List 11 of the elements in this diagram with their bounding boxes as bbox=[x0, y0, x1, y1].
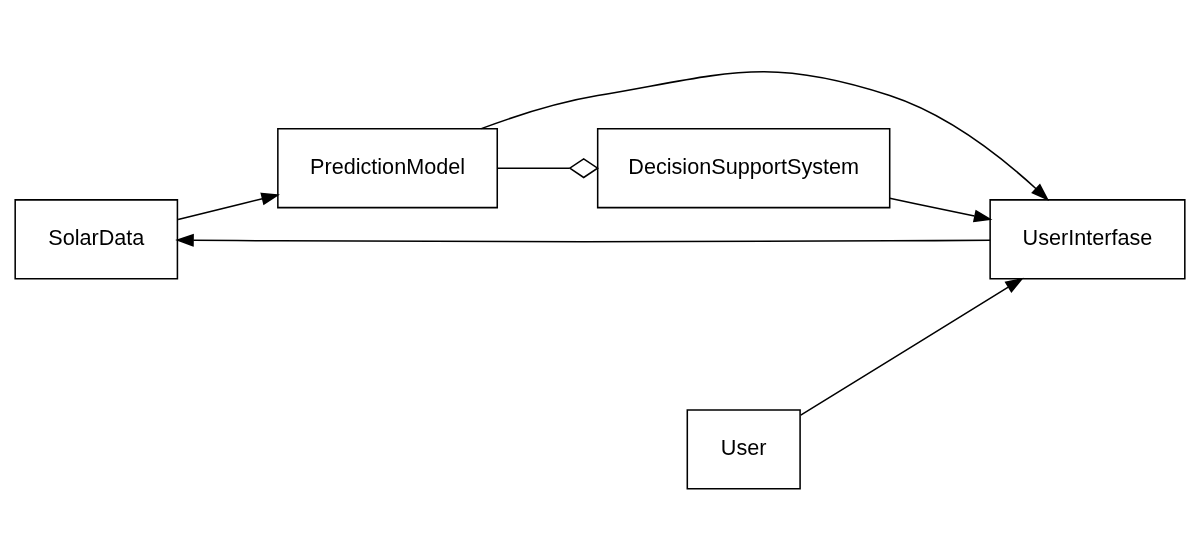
arrow bbox=[177, 192, 280, 221]
node-box: UserInterfase bbox=[989, 199, 1186, 280]
arrow bbox=[888, 197, 993, 223]
node-box: SolarData bbox=[14, 199, 179, 280]
node-box: User bbox=[686, 409, 801, 490]
arrow bbox=[175, 233, 991, 247]
node-box: DecisionSupportSystem bbox=[596, 128, 891, 209]
connector bbox=[496, 158, 599, 179]
node-box: PredictionModel bbox=[277, 128, 499, 209]
arrow bbox=[799, 277, 1024, 416]
arrow bbox=[480, 71, 1050, 201]
